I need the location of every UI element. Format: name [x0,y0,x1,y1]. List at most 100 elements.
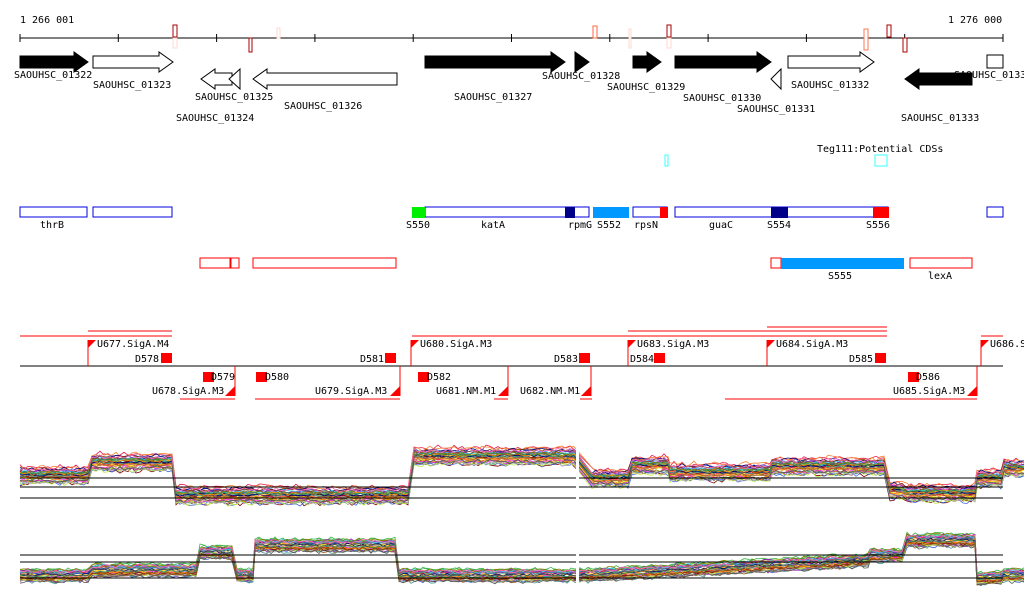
potential-cds-track-label: Teg111:Potential CDSs [817,144,943,155]
promoter-flag-icon [498,386,508,396]
gene-arrow [424,51,566,73]
expression-panel-bottom [19,515,1024,587]
site-marker [902,37,908,53]
gene-arrow [770,67,782,91]
gene-label: SAOUHSC_01328 [542,71,620,82]
terminator-label: D578 [135,354,159,365]
feature-box [873,207,889,218]
feature-box [19,206,88,218]
promoter-flag-icon [981,340,989,348]
feature-box [565,207,575,218]
promoter-flag-icon [967,386,977,396]
feature-box [770,257,782,269]
feature-box [199,257,231,269]
feature-label: S554 [767,220,791,231]
gene-arrow [92,51,174,73]
feature-label: thrB [40,220,64,231]
expression-panel-top [19,438,1024,508]
promoter-flag-icon [88,340,96,348]
potential-cds-box [664,154,669,167]
terminator-label: D581 [360,354,384,365]
feature-box [986,206,1004,218]
terminator-label: D584 [630,354,654,365]
feature-label: rpmG [568,220,592,231]
expression-trace [19,534,1024,575]
feature-label: lexA [928,271,952,282]
promoter-flag-icon [767,340,775,348]
gene-label: SAOUHSC_01331 [737,104,815,115]
expression-trace [19,445,1024,491]
gene-label: SAOUHSC_01326 [284,101,362,112]
gene-label: SAOUHSC_01333 [901,113,979,124]
terminator-icon [161,353,172,363]
feature-box [593,207,629,218]
potential-cds-box [874,154,888,167]
gene-label: SAOUHSC_01322 [14,70,92,81]
promoter-label: U678.SigA.M3 [152,386,224,397]
promoter-flag-icon [411,340,419,348]
terminator-icon [256,372,267,382]
gene-arrow [986,54,1004,69]
terminator-label: D586 [916,372,940,383]
expression-trace [19,453,1024,497]
potential-cds-track: Teg111:Potential CDSs [664,144,943,167]
expression-trace [19,458,1024,504]
gene-label: SAOUHSC_01325 [195,92,273,103]
terminator-icon [908,372,919,382]
feature-label: S552 [597,220,621,231]
gene-arrow [787,51,875,73]
terminator-icon [418,372,429,382]
promoter-label: U685.SigA.M3 [893,386,965,397]
gene-label: SAOUHSC_01332 [791,80,869,91]
promoter-label: U683.SigA.M3 [637,339,709,350]
gene-arrow [674,51,772,73]
gene-arrow [574,51,590,73]
feature-label: rpsN [634,220,658,231]
site-marker [248,37,253,53]
gene-arrow [252,68,398,90]
gene-label: SAOUHSC_01329 [607,82,685,93]
expression-trace [19,452,1024,496]
promoter-label: U679.SigA.M3 [315,386,387,397]
promoter-flag-icon [628,340,636,348]
terminator-icon [654,353,665,363]
gene-label: SAOUHSC_01323 [93,80,171,91]
promoter-label: U686.SigA.M3 [990,339,1024,350]
ruler-end-label: 1 276 000 [948,15,1002,26]
expression-trace [19,541,1024,584]
site-marker [172,37,178,49]
terminator-label: D583 [554,354,578,365]
expression-gap [576,438,579,508]
promoter-flag-icon [225,386,235,396]
site-marker [666,37,672,49]
site-marker [592,25,598,39]
feature-label: katA [481,220,505,231]
feature-box [424,206,590,218]
feature-box [660,207,668,218]
gene-label: SAOUHSC_01327 [454,92,532,103]
terminator-label: D582 [427,372,451,383]
site-marker [276,27,281,39]
coordinate-ruler: 1 266 001 1 276 000 [19,15,1004,53]
site-marker [863,28,869,51]
promoter-label: U682.NM.M1 [520,386,580,397]
feature-label: S555 [828,271,852,282]
expression-trace [19,532,1024,575]
promoter-label: U681.NM.M1 [436,386,496,397]
feature-box [412,207,425,218]
promoter-flag-icon [390,386,400,396]
expression-trace [20,454,1024,498]
ruler-start-label: 1 266 001 [20,15,74,26]
feature-box [771,207,788,218]
gene-label: SAOUHSC_01330 [683,93,761,104]
expression-trace [19,448,1024,493]
gene-arrow [632,51,662,73]
feature-box [230,257,240,269]
promoter-label: U684.SigA.M3 [776,339,848,350]
site-marker [666,24,672,38]
gene-label: SAOUHSC_0133 [954,70,1024,81]
gene-label: SAOUHSC_01324 [176,113,254,124]
feature-label: guaC [709,220,733,231]
